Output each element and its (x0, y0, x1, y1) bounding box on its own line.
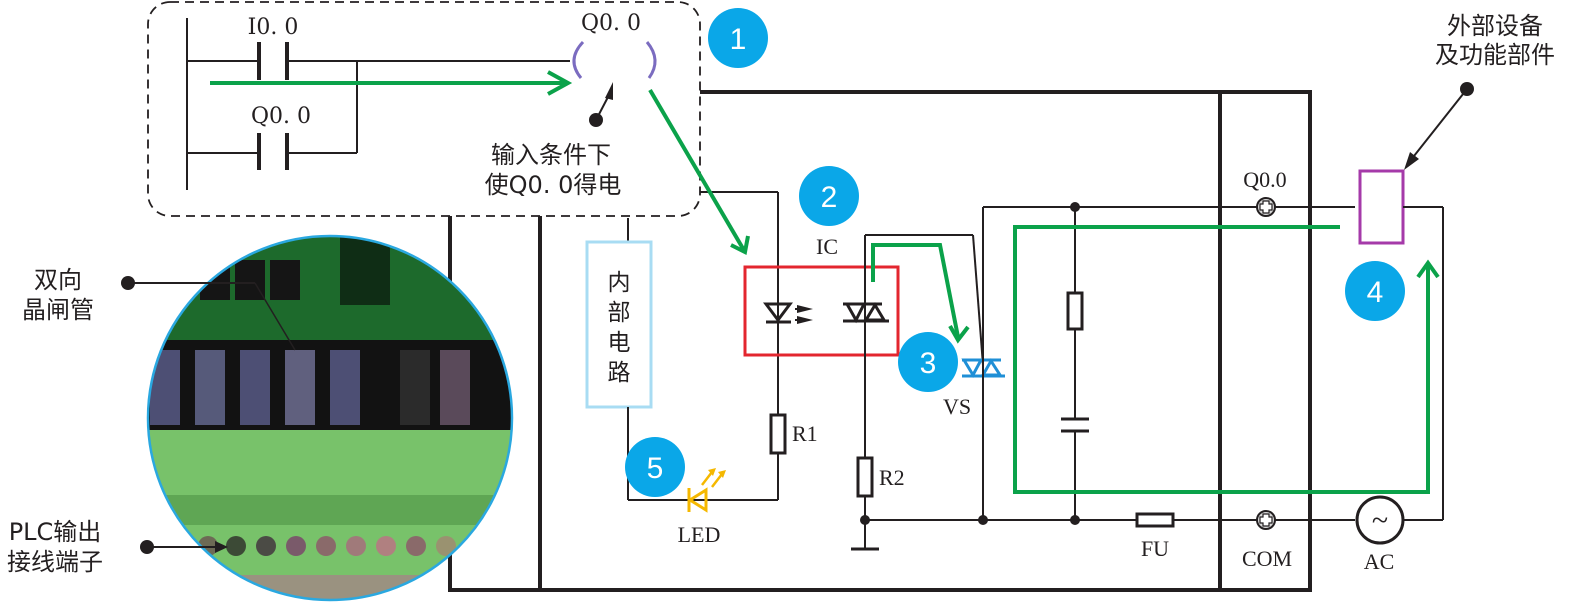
internal-circuit: 内 部 电 路 (585, 218, 778, 501)
vs-label: VS (943, 394, 971, 419)
flow-arrow-to-vs (871, 243, 960, 338)
badge-number: 3 (920, 347, 937, 380)
led-indicator: LED (678, 468, 726, 547)
terminal-com: COM (1242, 510, 1292, 571)
badge-5: 5 (625, 437, 685, 497)
ic-box (743, 265, 900, 357)
plc-board-photo (146, 234, 514, 602)
callout-triac: 双向 晶闸管 (22, 266, 296, 351)
triac-vs: VS (943, 358, 1005, 419)
r1-label: R1 (792, 421, 818, 446)
fuse-label: FU (1141, 536, 1169, 561)
badge-number: 1 (730, 23, 747, 56)
resistor-r1: R1 (769, 413, 818, 455)
pointer-arrow-icon (605, 82, 613, 100)
internal-circuit-box (585, 240, 653, 409)
fuse-fu: FU (1135, 512, 1175, 561)
led-label: LED (678, 522, 721, 547)
ladder-note-line1: 输入条件下 (491, 141, 611, 169)
plc-housing (448, 90, 1312, 592)
ic-label: IC (816, 234, 838, 259)
current-flow-paths (648, 88, 1440, 494)
internal-circuit-char: 路 (608, 360, 631, 386)
terminal-q00-label: Q0.0 (1243, 167, 1286, 192)
callout-triac-line1: 双向 (34, 266, 82, 294)
callout-external: 外部设备 及功能部件 (1404, 12, 1555, 170)
arrow-icon (215, 541, 228, 553)
internal-circuit-char: 部 (608, 300, 631, 326)
contact-q00-label: Q0. 0 (251, 104, 311, 129)
snubber-resistor (1066, 291, 1084, 331)
callout-triac-line2: 晶闸管 (22, 296, 94, 324)
badge-2: 2 (799, 166, 859, 226)
callout-terminals: PLC输出 接线端子 (7, 518, 228, 576)
terminal-com-label: COM (1242, 546, 1292, 571)
ac-symbol: ~ (1372, 504, 1388, 537)
resistor-r2: R2 (856, 456, 905, 498)
coil-q00-label: Q0. 0 (581, 11, 641, 36)
optocoupler-ic: IC (743, 234, 900, 357)
coil-q00 (572, 40, 585, 79)
ac-source-icon (1355, 495, 1405, 545)
badge-number: 4 (1367, 276, 1384, 309)
step-badges: 1 2 3 4 5 (625, 8, 1405, 497)
ac-source: ~ AC (1355, 495, 1405, 574)
callout-terminals-line1: PLC输出 (9, 518, 102, 546)
badge-4: 4 (1345, 261, 1405, 321)
r2-label: R2 (879, 465, 905, 490)
callout-external-line1: 外部设备 (1447, 12, 1543, 40)
badge-number: 5 (647, 452, 664, 485)
callout-external-line2: 及功能部件 (1435, 41, 1555, 69)
contact-i00-label: I0. 0 (248, 15, 299, 40)
arrow-icon (1404, 152, 1419, 170)
ladder-diagram: I0. 0 Q0. 0 Q0. 0 输入条件下 使Q0. 0得电 (147, 1, 701, 217)
internal-circuit-char: 电 (608, 330, 631, 356)
arrow-head-icon (547, 70, 573, 96)
terminal-screws (198, 536, 456, 556)
load-device (1358, 169, 1405, 245)
ac-label: AC (1364, 549, 1395, 574)
terminal-q00: Q0.0 (1243, 167, 1287, 217)
badge-1: 1 (708, 8, 768, 68)
rc-snubber (1061, 207, 1089, 520)
callout-terminals-line2: 接线端子 (7, 548, 103, 576)
ladder-note-line2: 使Q0. 0得电 (485, 171, 622, 199)
badge-number: 2 (821, 181, 838, 214)
badge-3: 3 (898, 332, 958, 392)
flow-arrow-to-ic (648, 88, 747, 254)
internal-circuit-char: 内 (608, 270, 631, 296)
flow-arrow-load-loop (1013, 225, 1430, 494)
external-device (1358, 169, 1405, 245)
